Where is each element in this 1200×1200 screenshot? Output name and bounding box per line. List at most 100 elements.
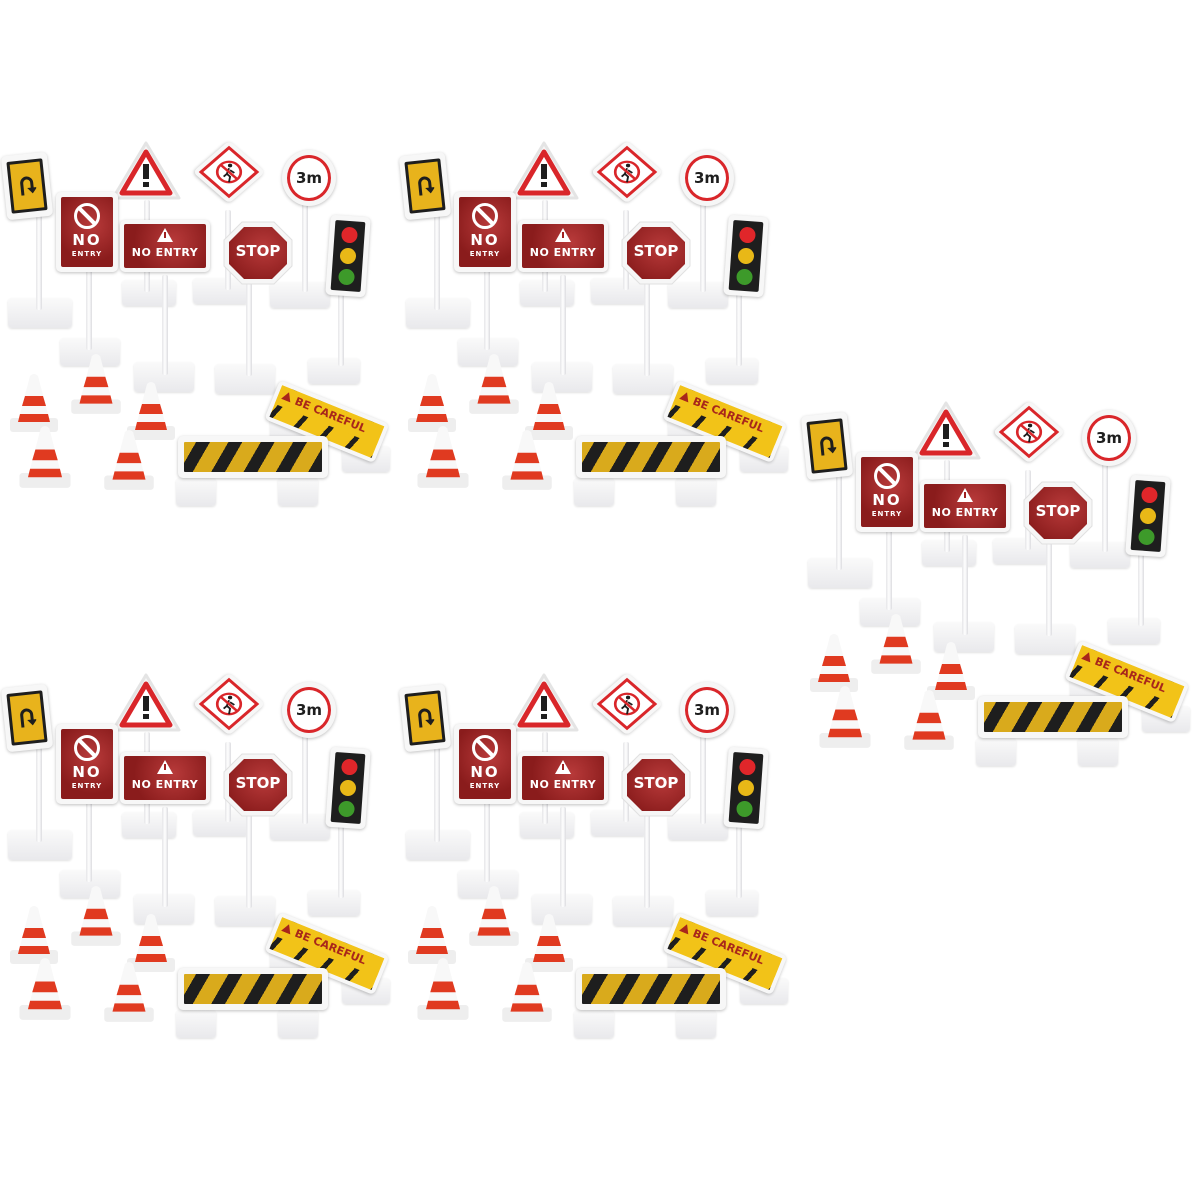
sign-pole <box>700 202 706 292</box>
traffic-cone <box>525 382 573 440</box>
traffic-light <box>723 214 769 298</box>
no-entry-wide-sign: NO ENTRY <box>920 480 1010 532</box>
sign-base <box>176 478 216 506</box>
height-limit-text: 3m <box>1095 429 1123 447</box>
sign-base <box>668 814 728 840</box>
warning-icon <box>679 392 689 403</box>
no-entry-square-sign: NO ENTRY <box>454 192 516 272</box>
sign-pole <box>484 802 490 882</box>
warning-icon <box>157 228 173 242</box>
red-light-icon <box>738 758 757 776</box>
yellow-light-icon <box>339 247 357 265</box>
sign-pole <box>36 210 42 310</box>
no-entry-wide-sign: NO ENTRY <box>120 220 210 272</box>
sign-pole <box>338 782 344 898</box>
u-turn-sign <box>0 683 54 753</box>
sign-base <box>976 738 1016 766</box>
sign-base <box>215 896 275 926</box>
sign-base <box>613 896 673 926</box>
traffic-light <box>325 746 371 830</box>
traffic-cone <box>502 962 552 1022</box>
hazard-stripe-barrier <box>178 968 328 1010</box>
hazard-stripe-barrier <box>576 436 726 478</box>
sign-pole <box>338 250 344 366</box>
no-entry-wide-text: NO ENTRY <box>529 246 597 259</box>
hazard-stripe-barrier <box>978 696 1128 738</box>
pedestrian-prohibited-icon <box>215 692 243 716</box>
no-entry-wide-text: NO ENTRY <box>529 778 597 791</box>
sign-pole <box>1046 540 1052 636</box>
sign-base <box>574 478 614 506</box>
traffic-light <box>723 746 769 830</box>
u-turn-sign <box>800 411 854 481</box>
warning-icon <box>157 760 173 774</box>
u-turn-icon <box>418 176 436 196</box>
traffic-cone <box>71 354 121 414</box>
sign-pole <box>886 530 892 610</box>
green-light-icon <box>735 268 754 286</box>
sign-pole <box>484 270 490 350</box>
no-entry-square-sign: NO ENTRY <box>454 724 516 804</box>
sign-pole <box>1138 510 1144 626</box>
sign-pole <box>836 470 842 570</box>
no-pedestrian-sign <box>590 672 664 736</box>
traffic-cone <box>104 962 154 1022</box>
height-limit-sign: 3m <box>680 682 734 738</box>
sign-base <box>1078 738 1118 766</box>
sign-base <box>1015 624 1075 654</box>
traffic-cone <box>469 354 519 414</box>
traffic-cone <box>104 430 154 490</box>
sign-pole <box>644 280 650 376</box>
traffic-cone <box>71 886 121 946</box>
sign-pole <box>246 280 252 376</box>
no-entry-square-sign: NO ENTRY <box>56 724 118 804</box>
sign-pole <box>644 812 650 908</box>
no-entry-circle-icon <box>74 203 100 229</box>
traffic-cone <box>19 958 71 1020</box>
height-limit-sign: 3m <box>680 150 734 206</box>
height-limit-text: 3m <box>295 169 323 187</box>
traffic-light <box>1125 474 1171 558</box>
traffic-sign-set: 3m NO ENTRY NO ENTRY STOP <box>0 672 400 1052</box>
traffic-sign-set: 3m NO ENTRY NO ENTRY STOP <box>398 140 798 520</box>
no-entry-square-sign: NO ENTRY <box>56 192 118 272</box>
warning-icon <box>281 392 291 403</box>
stop-text: STOP <box>633 774 679 792</box>
yellow-light-icon <box>737 247 755 265</box>
yellow-light-icon <box>1139 507 1157 525</box>
sign-pole <box>302 734 308 824</box>
sign-pole <box>302 202 308 292</box>
no-entry-line1: NO <box>470 231 500 249</box>
u-turn-sign <box>0 151 54 221</box>
height-limit-sign: 3m <box>282 682 336 738</box>
no-entry-circle-icon <box>472 203 498 229</box>
sign-pole <box>736 250 742 366</box>
sign-base <box>270 814 330 840</box>
green-light-icon <box>337 268 356 286</box>
sign-base <box>278 478 318 506</box>
stop-sign <box>621 753 691 817</box>
red-light-icon <box>340 758 359 776</box>
hazard-stripe-barrier <box>576 968 726 1010</box>
pedestrian-prohibited-icon <box>1015 420 1043 444</box>
yellow-light-icon <box>737 779 755 797</box>
traffic-cone <box>417 958 469 1020</box>
sign-pole <box>86 270 92 350</box>
no-entry-line1: NO <box>872 491 902 509</box>
traffic-cone <box>10 374 58 432</box>
no-entry-line1: NO <box>72 763 102 781</box>
no-entry-wide-text: NO ENTRY <box>131 246 199 259</box>
u-turn-icon <box>820 436 838 456</box>
sign-base <box>308 358 360 384</box>
no-entry-wide-text: NO ENTRY <box>931 506 999 519</box>
no-pedestrian-sign <box>192 140 266 204</box>
sign-base <box>613 364 673 394</box>
sign-base <box>215 364 275 394</box>
exclamation-icon <box>541 696 547 711</box>
traffic-cone <box>525 914 573 972</box>
sign-pole <box>962 535 968 635</box>
traffic-cone <box>871 614 921 674</box>
no-pedestrian-sign <box>590 140 664 204</box>
no-entry-line2: ENTRY <box>469 250 501 258</box>
red-light-icon <box>738 226 757 244</box>
